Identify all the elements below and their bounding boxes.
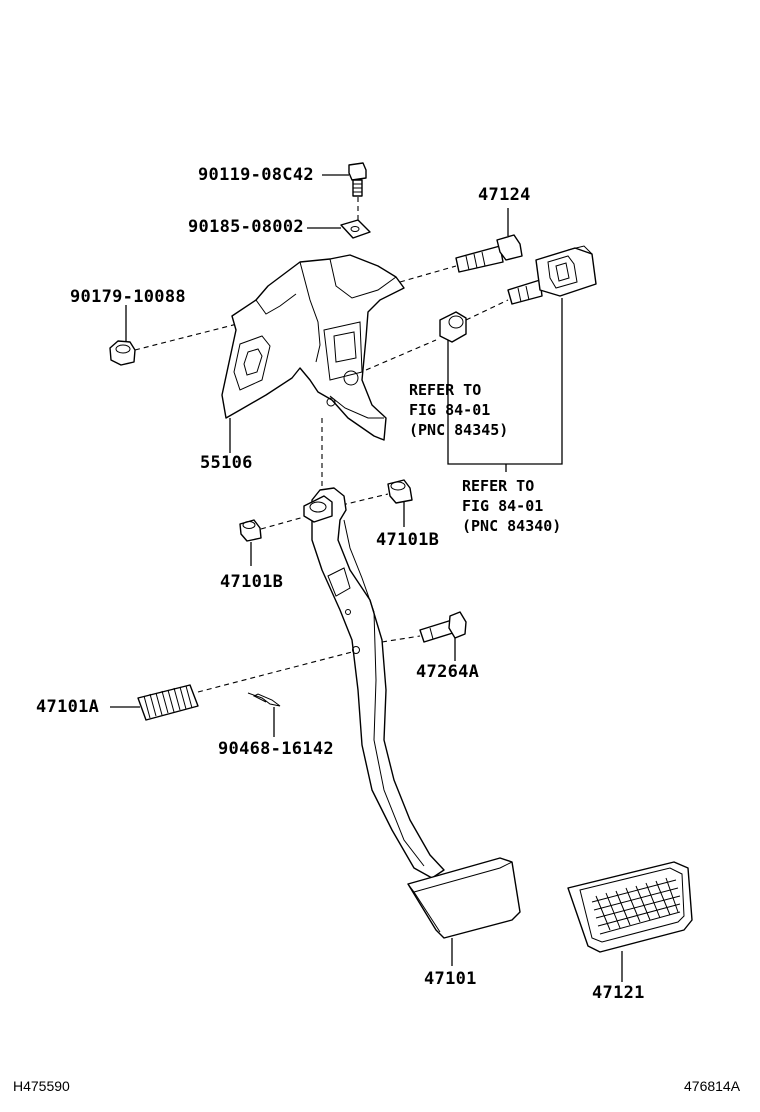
spring-47101a-drawing [110, 651, 353, 721]
part-number-55106: 55106 [200, 453, 253, 473]
part-number-47101: 47101 [424, 969, 477, 989]
bushing-47101b-left-drawing [239, 516, 305, 566]
reference-note-84340: REFER TO FIG 84-01 (PNC 84340) [462, 476, 561, 536]
washer-90185-drawing [307, 219, 371, 239]
ref-84345-line3: (PNC 84345) [409, 421, 509, 439]
nut-90179-drawing [109, 305, 301, 366]
ref-84345-line1: REFER TO [409, 381, 482, 399]
part-number-90185: 90185-08002 [188, 217, 304, 237]
part-number-47264a: 47264A [416, 662, 480, 682]
part-number-90119: 90119-08C42 [198, 165, 314, 185]
ref-84345-line2: FIG 84-01 [409, 401, 491, 419]
part-number-47101a: 47101A [36, 697, 100, 717]
part-number-47121: 47121 [592, 983, 645, 1003]
pin-47264a-drawing [381, 611, 467, 661]
part-number-47124: 47124 [478, 185, 531, 205]
part-number-90179: 90179-10088 [70, 287, 186, 307]
pedal-47101-drawing [303, 487, 521, 966]
bolt-90119-drawing [322, 162, 367, 220]
bushing-47101b-right-drawing [341, 479, 413, 527]
clip-90468-drawing [247, 692, 281, 737]
part-number-47101b-left: 47101B [220, 572, 284, 592]
ref-84340-line1: REFER TO [462, 477, 535, 495]
cushion-drawing [439, 311, 467, 343]
reference-note-84345: REFER TO FIG 84-01 (PNC 84345) [409, 380, 508, 440]
part-number-47101b-right: 47101B [376, 530, 440, 550]
part-number-90468: 90468-16142 [218, 739, 334, 759]
ref-84340-line3: (PNC 84340) [462, 517, 562, 535]
footer-left-code: H475590 [13, 1078, 70, 1094]
pedal-pad-47121-drawing [567, 861, 693, 982]
ref-84340-line2: FIG 84-01 [462, 497, 544, 515]
bracket-55106-drawing [221, 254, 405, 490]
bolt-47124-drawing [399, 208, 523, 283]
stoplight-switch-drawing [365, 245, 597, 472]
footer-right-code: 476814A [684, 1078, 741, 1094]
